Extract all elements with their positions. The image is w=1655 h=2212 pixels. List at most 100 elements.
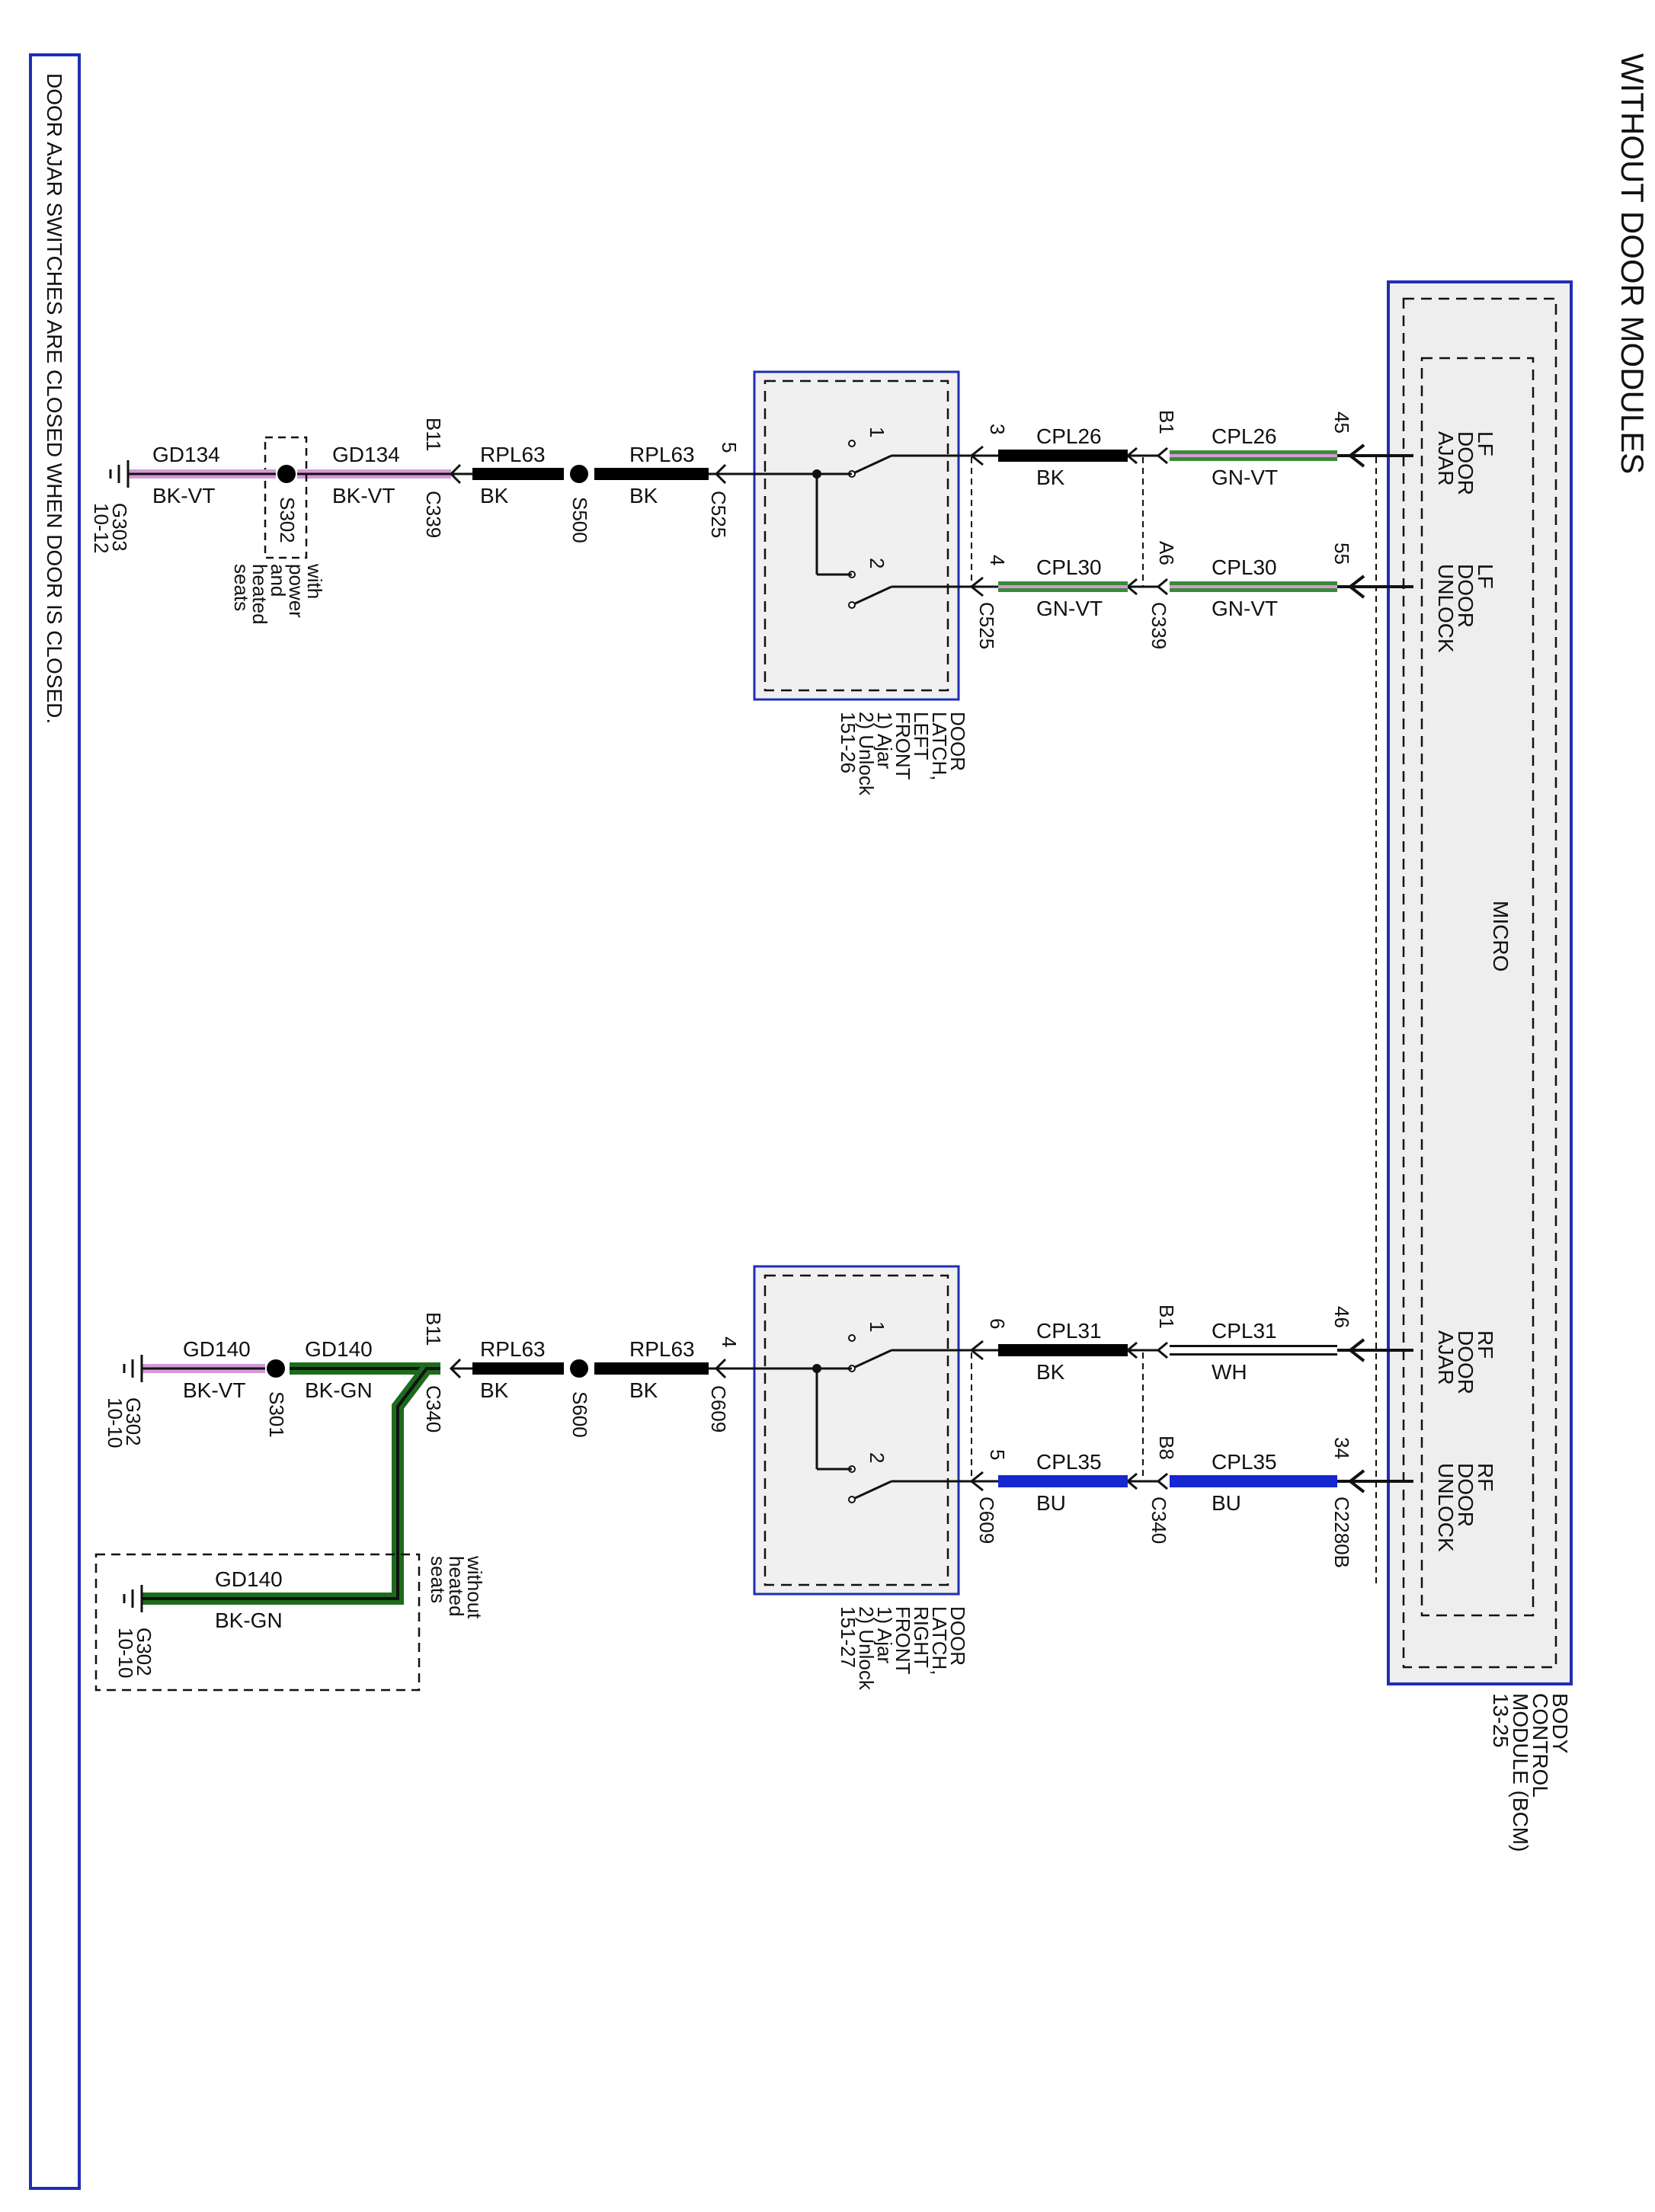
rf-latch-line-6: 2) Unlock <box>855 1606 878 1691</box>
rf-alt-note-3: seats <box>427 1556 450 1603</box>
lf-c339-ground-pin: B11 <box>422 418 445 451</box>
lf-splice-s500 <box>570 465 588 483</box>
rf-seg4-color: BK-VT <box>183 1378 245 1402</box>
rf-unlock-latch-wire-name: CPL35 <box>1036 1450 1102 1474</box>
rf-c340-ground-conn: C340 <box>422 1385 445 1433</box>
lf-latch-line-6: 2) Unlock <box>855 712 878 796</box>
rf-latch-line-4: FRONT <box>892 1606 914 1675</box>
pin-func-rf-unlock-1: RF <box>1474 1463 1497 1491</box>
pin-func-lf-ajar-3: AJAR <box>1434 431 1458 486</box>
rf-seg1-name: RPL63 <box>629 1337 695 1361</box>
wire-lf-ajar-latch-side <box>969 445 1143 466</box>
wire-lf-ajar-bcm-side <box>1143 443 1413 468</box>
lf-c525-connector: C525 <box>975 602 998 649</box>
rf-latch-label: DOOR LATCH, RIGHT FRONT 1) Ajar 2) Unloc… <box>837 1606 969 1691</box>
lf-splice2-note-1: with <box>303 563 326 599</box>
bcm-name-line3: MODULE (BCM) <box>1509 1693 1532 1852</box>
lf-ground-label: G303 <box>108 503 131 552</box>
wire-rf-unlock-latch-side <box>969 1471 1128 1492</box>
pin-func-rf-ajar-3: AJAR <box>1434 1330 1458 1385</box>
rf-seg2-name: RPL63 <box>480 1337 546 1361</box>
rf-latch-line-2: LATCH, <box>928 1606 951 1676</box>
rf-c2280b-connector: C2280B <box>1330 1497 1353 1568</box>
bcm-module: MICRO BODY CONTROL MODULE (BCM) 13-25 <box>1375 280 1573 1852</box>
lf-seg1-name: RPL63 <box>629 443 695 466</box>
rf-unlock-bcm-pin: 34 <box>1330 1437 1353 1459</box>
lf-seg2-name: RPL63 <box>480 443 546 466</box>
rf-latch-line-7: 151-27 <box>837 1606 860 1668</box>
lf-ajar-latch-wire-color: BK <box>1036 466 1065 489</box>
pin-func-lf-ajar-1: LF <box>1474 431 1497 456</box>
bcm-name-line1: BODY <box>1548 1693 1572 1754</box>
wire-rf-unlock-bcm-side <box>1125 1469 1413 1493</box>
wire-rf-ajar-bcm-side <box>1125 1338 1413 1362</box>
lf-unlock-latch-wire-name: CPL30 <box>1036 555 1102 579</box>
lf-ground-circuit <box>109 436 727 559</box>
lf-c339-connector: C339 <box>1148 602 1170 649</box>
lf-ajar-c339-pin: B1 <box>1155 410 1178 434</box>
footnote-frame <box>29 53 81 2190</box>
wire-lf-unlock-bcm-side <box>1125 575 1413 599</box>
rf-alt-note-2: heated <box>445 1556 468 1617</box>
diagram-title: WITHOUT DOOR MODULES <box>1615 53 1650 474</box>
lf-ajar-bcm-wire-name: CPL26 <box>1212 424 1277 448</box>
lf-latch-line-2: LATCH, <box>928 712 951 781</box>
rf-alt-ground-ref: 10-10 <box>114 1628 137 1679</box>
rf-ajar-bcm-wire-name: CPL31 <box>1212 1319 1277 1343</box>
lf-unlock-latch-wire-color: GN-VT <box>1036 597 1103 620</box>
pin-func-lf-unlock-2: DOOR <box>1454 564 1477 628</box>
rf-seg3-name: GD140 <box>305 1337 373 1361</box>
lf-latch-line-1: DOOR <box>946 712 969 771</box>
lf-c525-ground-conn: C525 <box>707 491 730 538</box>
rf-splice2-label: S301 <box>265 1391 288 1438</box>
pin-func-lf-unlock-3: UNLOCK <box>1434 564 1458 653</box>
lf-ajar-latch-wire-name: CPL26 <box>1036 424 1102 448</box>
rf-alt-ground-label: G302 <box>133 1628 155 1676</box>
rf-unlock-bcm-wire-name: CPL35 <box>1212 1450 1277 1474</box>
rf-splice-s600 <box>570 1359 588 1378</box>
rf-ground-ref: 10-10 <box>104 1397 126 1449</box>
wire-rf-ajar-latch-side <box>969 1340 1128 1361</box>
rf-ajar-latch-wire-name: CPL31 <box>1036 1319 1102 1343</box>
lf-seg3-color: BK-VT <box>332 484 395 507</box>
rf-seg1-color: BK <box>629 1378 658 1402</box>
lf-splice2-note-2: power <box>285 564 308 618</box>
rf-c609-connector: C609 <box>975 1497 998 1544</box>
lf-switch-2-label: 2 <box>866 558 888 568</box>
lf-seg4-color: BK-VT <box>152 484 215 507</box>
lf-ajar-bcm-pin: 45 <box>1330 411 1353 434</box>
rf-unlock-bcm-wire-color: BU <box>1212 1491 1241 1515</box>
lf-latch-line-7: 151-26 <box>837 712 860 773</box>
rf-ajar-bcm-pin: 46 <box>1330 1306 1353 1328</box>
lf-unlock-c339-pin: A6 <box>1155 541 1178 565</box>
lf-latch-line-5: 1) Ajar <box>873 712 896 769</box>
rf-unlock-c340-pin: B8 <box>1155 1436 1178 1460</box>
bcm-name-line4: 13-25 <box>1489 1693 1513 1748</box>
lf-ajar-bcm-wire-color: GN-VT <box>1212 466 1278 489</box>
rf-c340-ground-pin: B11 <box>422 1312 445 1346</box>
rf-ajar-c340-pin: B1 <box>1155 1304 1178 1329</box>
rf-c609-ground-pin: 4 <box>718 1336 741 1347</box>
rf-door-latch: 1 2 <box>716 1265 972 1596</box>
lf-splice-s302 <box>277 465 296 483</box>
rf-splice-s301 <box>267 1359 285 1378</box>
rf-ajar-c609-pin: 6 <box>986 1318 1009 1329</box>
rf-alt-seg-color: BK-GN <box>215 1609 283 1632</box>
rf-latch-line-3: RIGHT <box>910 1606 933 1668</box>
rf-splice1-label: S600 <box>568 1391 591 1438</box>
wire-lf-unlock-latch-side <box>969 576 1128 597</box>
rf-ajar-latch-wire-color: BK <box>1036 1360 1065 1384</box>
pin-func-rf-unlock-2: DOOR <box>1454 1463 1477 1527</box>
lf-latch-line-4: FRONT <box>892 712 914 780</box>
rf-ground-circuit <box>94 1355 727 1692</box>
rf-ground-label: G302 <box>122 1397 145 1446</box>
lf-seg1-color: BK <box>629 484 658 507</box>
lf-ground-ref: 10-12 <box>90 503 113 554</box>
bcm-pin-functions: LF DOOR AJAR LF DOOR UNLOCK RF DOOR AJAR… <box>1434 431 1497 1552</box>
rf-alt-note-1: without <box>463 1555 486 1619</box>
lf-c525-ground-pin: 5 <box>718 442 741 453</box>
rf-switch-2-label: 2 <box>866 1452 888 1463</box>
lf-seg2-color: BK <box>480 484 509 507</box>
footnote-text: DOOR AJAR SWITCHES ARE CLOSED WHEN DOOR … <box>43 73 66 724</box>
